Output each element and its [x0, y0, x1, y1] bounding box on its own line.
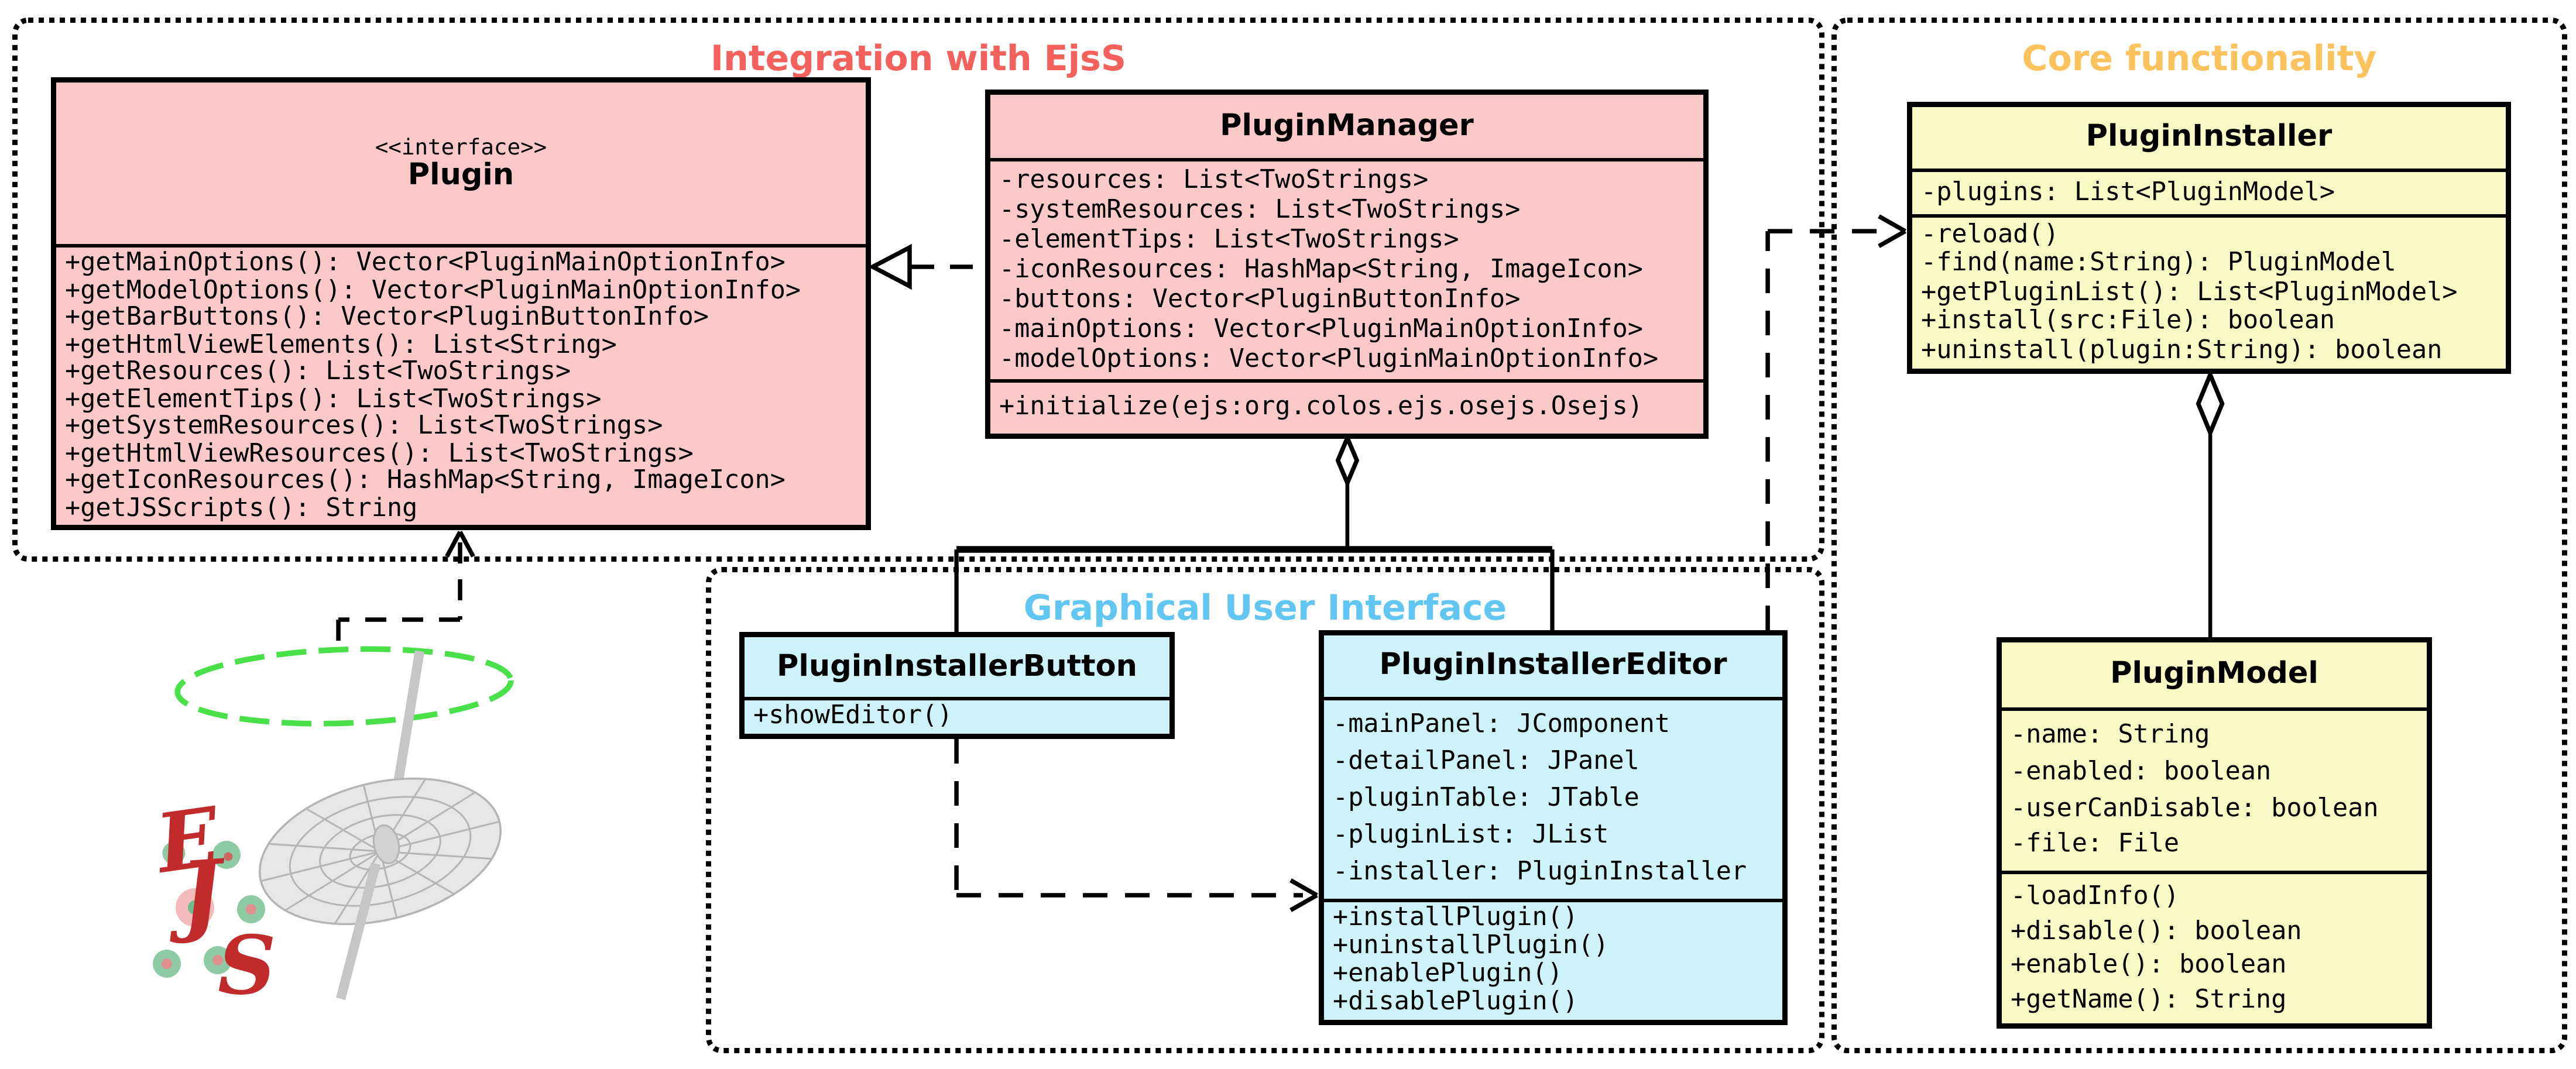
member-row: +getResources(): List<TwoStrings> — [65, 358, 571, 386]
class-plugin-installer-editor: PluginInstallerEditor -mainPanel: JCompo… — [1319, 630, 1788, 1025]
logo-dot — [162, 841, 186, 865]
member-row: -iconResources: HashMap<String, ImageIco… — [999, 256, 1643, 284]
member-row: +getModelOptions(): Vector<PluginMainOpt… — [65, 276, 801, 305]
logo-dot — [212, 841, 241, 869]
member-row: +installPlugin() — [1333, 905, 1579, 933]
member-row: -resources: List<TwoStrings> — [999, 166, 1429, 194]
member-row: -pluginList: JList — [1333, 821, 1609, 850]
class-plugin-installer-editor-attributes: -mainPanel: JComponent -detailPanel: JPan… — [1324, 700, 1782, 899]
class-plugin-model-attributes: -name: String -enabled: boolean -userCanDi… — [2002, 711, 2427, 871]
logo-dot — [153, 950, 181, 978]
class-plugin-name: Plugin — [407, 158, 514, 194]
group-core-title: Core functionality — [2022, 37, 2377, 79]
class-plugin-installer: PluginInstaller -plugins: List<PluginMod… — [1907, 102, 2511, 374]
class-plugin-manager-attributes: -resources: List<TwoStrings>-systemResou… — [990, 161, 1703, 379]
member-row: -systemResources: List<TwoStrings> — [999, 195, 1521, 224]
member-row: +disable(): boolean — [2011, 917, 2302, 946]
class-plugin-installer-editor-header: PluginInstallerEditor — [1324, 635, 1782, 700]
member-row: +getElementTips(): List<TwoStrings> — [65, 385, 602, 414]
member-row: +getHtmlViewResources(): List<TwoStrings… — [65, 439, 694, 468]
member-row: +getHtmlViewElements(): List<String> — [65, 331, 617, 359]
member-row: +enable(): boolean — [2011, 951, 2287, 979]
class-plugin-manager-header: PluginManager — [990, 95, 1703, 161]
member-row: +uninstallPlugin() — [1333, 932, 1609, 961]
logo-top-disc — [258, 777, 502, 926]
member-row: +showEditor() — [753, 702, 953, 731]
group-graphical-user-interface: Graphical User Interface — [706, 567, 1824, 1053]
member-row: -loadInfo() — [2011, 883, 2180, 911]
member-row: -buttons: Vector<PluginButtonInfo> — [999, 286, 1521, 314]
class-plugin-methods: +getMainOptions(): Vector<PluginMainOpti… — [56, 248, 866, 525]
class-plugin-manager-name: PluginManager — [1220, 108, 1474, 143]
logo-dot — [237, 895, 265, 923]
logo-letter-j: J — [163, 840, 231, 947]
member-row: -pluginTable: JTable — [1333, 785, 1639, 813]
member-row: +install(src:File): boolean — [1921, 307, 2335, 336]
class-plugin-installer-attributes: -plugins: List<PluginModel> — [1912, 172, 2506, 214]
class-plugin-stereotype: <<interface>> — [375, 133, 547, 160]
member-row: -installer: PluginInstaller — [1333, 858, 1747, 887]
member-row: +enablePlugin() — [1333, 960, 1563, 989]
class-plugin-installer-header: PluginInstaller — [1912, 107, 2506, 172]
member-row: +initialize(ejs:org.colos.ejs.osejs.Osej… — [999, 393, 1643, 422]
logo-letter-s: S — [218, 917, 276, 1013]
member-row: -name: String — [2011, 721, 2210, 750]
member-row: -reload() — [1921, 221, 2059, 249]
member-row: -userCanDisable: boolean — [2011, 794, 2379, 823]
member-row: -plugins: List<PluginModel> — [1921, 178, 2335, 207]
member-row: -modelOptions: Vector<PluginMainOptionIn… — [999, 345, 1659, 374]
class-plugin-header: <<interface>> Plugin — [56, 83, 866, 248]
class-plugin-installer-editor-name: PluginInstallerEditor — [1379, 648, 1727, 683]
ejs-logo: E J S — [149, 646, 514, 1013]
logo-green-ring — [174, 646, 514, 727]
member-row: +getMainOptions(): Vector<PluginMainOpti… — [65, 249, 786, 277]
member-row: +getJSScripts(): String — [65, 494, 418, 523]
class-plugin-model-name: PluginModel — [2110, 656, 2318, 692]
member-row: +getSystemResources(): List<TwoStrings> — [65, 413, 663, 441]
logo-dot — [204, 946, 232, 974]
class-plugin-installer-name: PluginInstaller — [2086, 119, 2333, 155]
group-gui-title: Graphical User Interface — [1023, 586, 1507, 628]
class-plugin-installer-button-header: PluginInstallerButton — [745, 637, 1169, 700]
group-integration-title: Integration with EjsS — [710, 37, 1127, 79]
member-row: -mainOptions: Vector<PluginMainOptionInf… — [999, 315, 1643, 344]
member-row: -find(name:String): PluginModel — [1921, 249, 2396, 278]
class-plugin-model-methods: -loadInfo() +disable(): boolean +enable():… — [2002, 871, 2427, 1023]
logo-dot — [176, 888, 214, 927]
class-plugin: <<interface>> Plugin +getMainOptions(): … — [51, 77, 871, 530]
class-plugin-installer-button: PluginInstallerButton +showEditor() — [739, 632, 1175, 739]
class-plugin-installer-methods: -reload()-find(name:String): PluginModel… — [1912, 214, 2506, 369]
class-plugin-manager: PluginManager -resources: List<TwoString… — [985, 90, 1709, 439]
member-row: +disablePlugin() — [1333, 988, 1579, 1017]
member-row: -detailPanel: JPanel — [1333, 748, 1639, 776]
member-row: +uninstall(plugin:String): boolean — [1921, 336, 2443, 365]
class-plugin-manager-methods: +initialize(ejs:org.colos.ejs.osejs.Osej… — [990, 379, 1703, 434]
group-integration-with-ejss: Integration with EjsS — [12, 18, 1824, 562]
class-plugin-installer-button-methods: +showEditor() — [745, 700, 1169, 734]
member-row: +getName(): String — [2011, 985, 2287, 1014]
member-row: +getIconResources(): HashMap<String, Ima… — [65, 467, 786, 495]
member-row: -elementTips: List<TwoStrings> — [999, 226, 1459, 255]
member-row: -enabled: boolean — [2011, 758, 2272, 786]
member-row: -file: File — [2011, 830, 2180, 859]
class-plugin-installer-button-name: PluginInstallerButton — [777, 648, 1137, 684]
class-plugin-model-header: PluginModel — [2002, 642, 2427, 711]
member-row: -mainPanel: JComponent — [1333, 711, 1671, 740]
class-plugin-model: PluginModel -name: String -enabled: boole… — [1997, 637, 2432, 1029]
member-row: +getBarButtons(): Vector<PluginButtonInf… — [65, 304, 709, 332]
group-core-functionality: Core functionality — [1831, 18, 2567, 1053]
class-plugin-installer-editor-methods: +installPlugin()+uninstallPlugin()+enabl… — [1324, 899, 1782, 1020]
member-row: +getPluginList(): List<PluginModel> — [1921, 279, 2458, 307]
logo-letter-e: E — [149, 788, 227, 892]
